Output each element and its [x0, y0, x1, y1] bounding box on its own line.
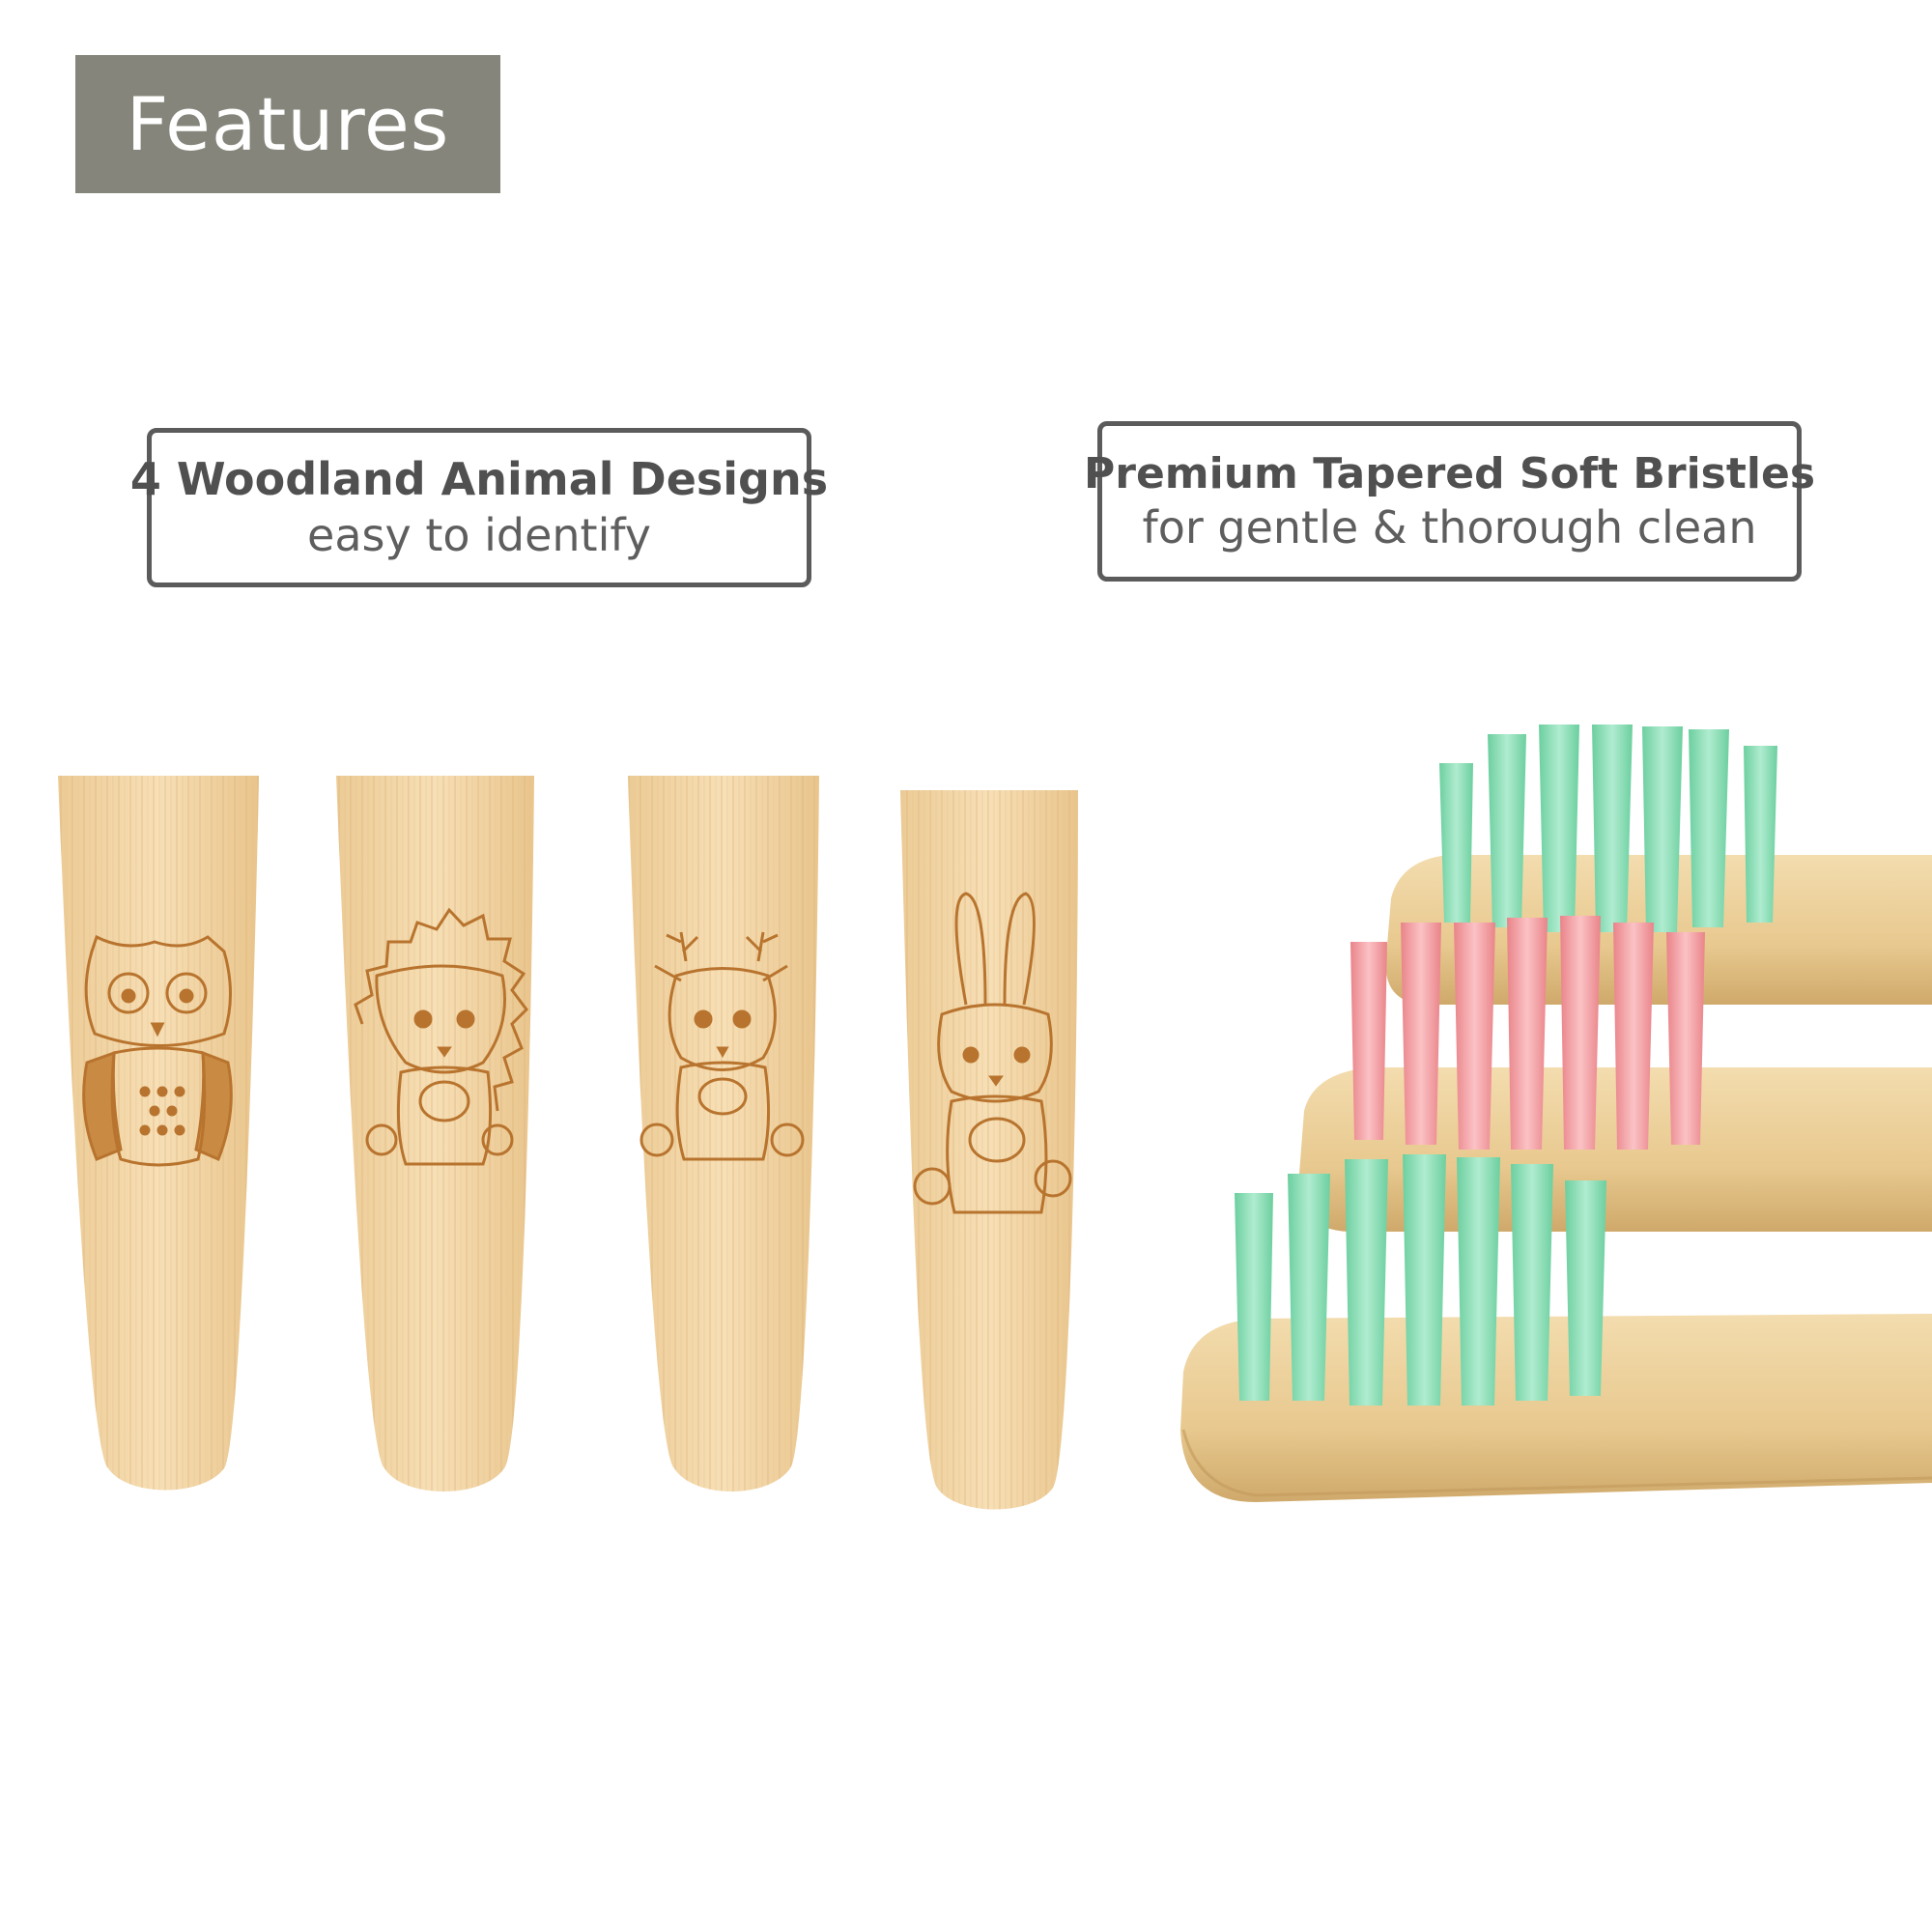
- green-bristles: [1235, 1154, 1606, 1406]
- handle-bunny: [900, 790, 1078, 1510]
- callout-subtext: for gentle & thorough clean: [1142, 500, 1757, 554]
- features-title: Features: [126, 81, 450, 167]
- handle-hedgehog: [336, 776, 534, 1492]
- bristles-callout: Premium Tapered Soft Bristles for gentle…: [1084, 421, 1815, 582]
- green-bristles: [1439, 724, 1777, 932]
- callout-heading: 4 Woodland Animal Designs: [129, 453, 829, 505]
- brush-head-middle: [1298, 916, 1932, 1232]
- bunny-icon: [913, 892, 1072, 1214]
- owl-icon: [82, 934, 233, 1167]
- brush-head-front: [1180, 1154, 1932, 1502]
- pink-bristles: [1350, 916, 1705, 1150]
- deer-icon: [639, 931, 805, 1161]
- hedgehog-icon: [354, 907, 528, 1166]
- callout-subtext: easy to identify: [307, 508, 651, 561]
- handle-deer: [628, 776, 819, 1492]
- callout-heading: Premium Tapered Soft Bristles: [1084, 448, 1816, 498]
- handle-owl: [58, 776, 259, 1491]
- animal-designs-callout: 4 Woodland Animal Designs easy to identi…: [130, 428, 828, 587]
- features-tag: Features: [75, 55, 500, 193]
